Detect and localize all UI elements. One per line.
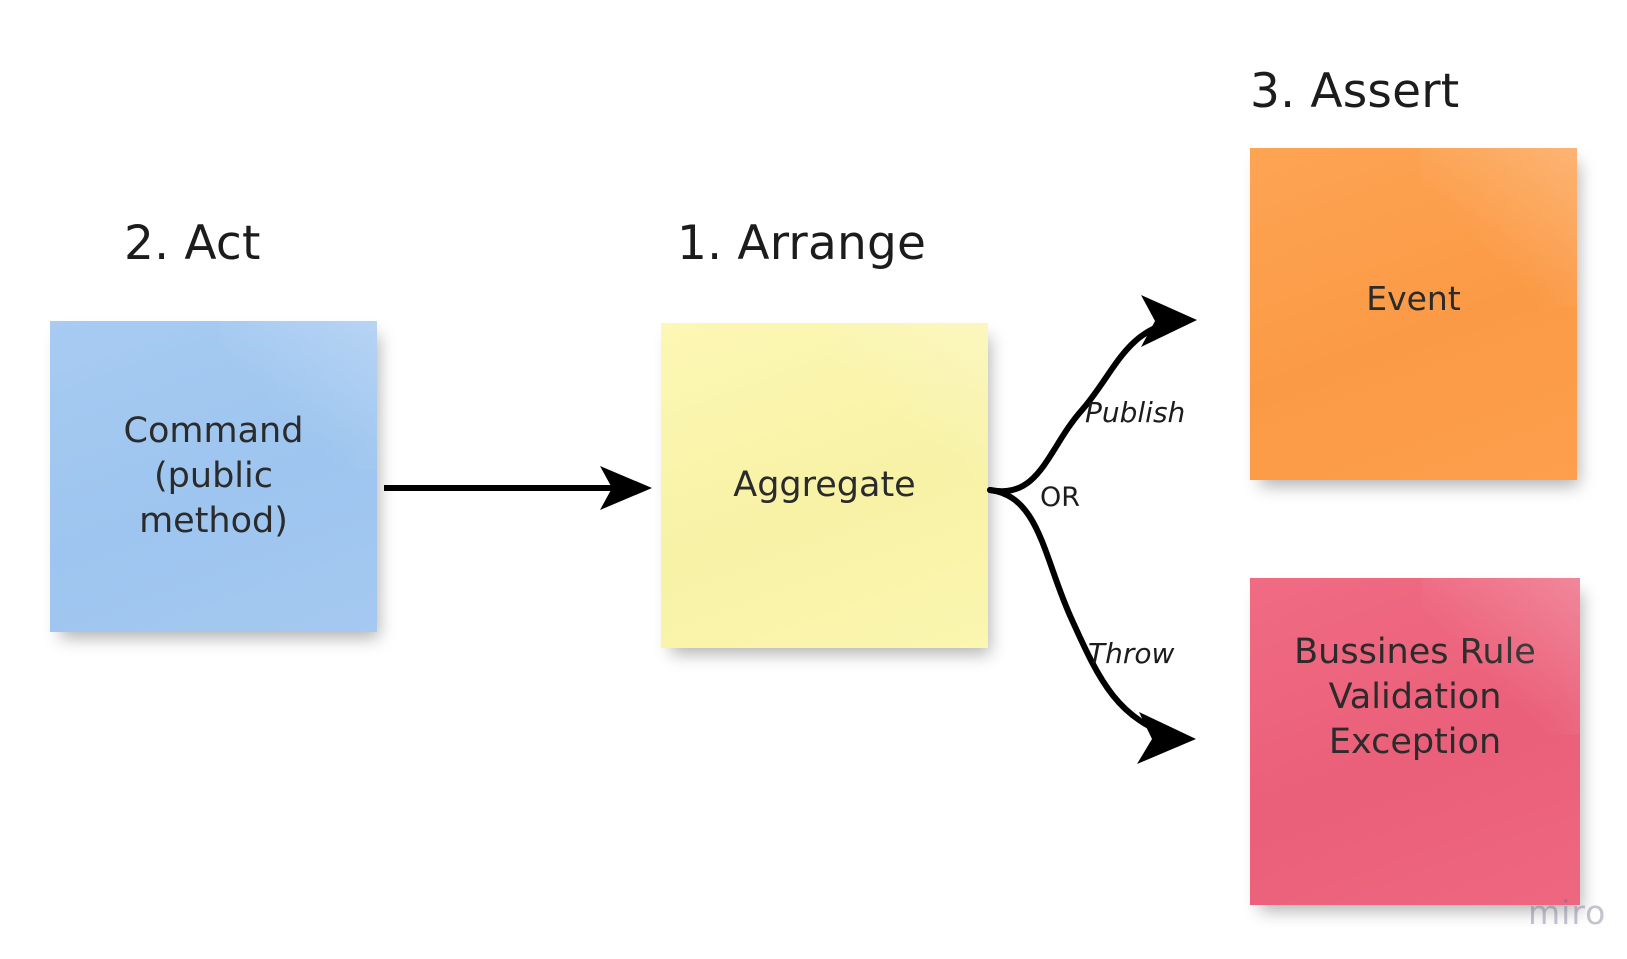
edge-label-throw: Throw — [1088, 637, 1175, 670]
miro-watermark: miro — [1528, 893, 1607, 932]
arrowhead-to-exception — [1137, 712, 1196, 764]
sticky-note-command[interactable]: Command (public method) — [50, 321, 377, 632]
edge-label-publish: Publish — [1085, 396, 1186, 429]
connector-aggregate-to-event[interactable] — [987, 295, 1197, 495]
section-title-assert: 3. Assert — [1250, 64, 1460, 119]
connector-command-to-aggregate[interactable] — [384, 466, 652, 510]
connector-aggregate-to-exception-line — [987, 487, 1181, 741]
connector-aggregate-to-exception[interactable] — [987, 487, 1196, 764]
sticky-note-event-text: Event — [1366, 279, 1461, 318]
sticky-note-business-rule-validation-exception[interactable]: Bussines Rule Validation Exception — [1250, 578, 1580, 905]
arrowhead-to-aggregate — [600, 466, 652, 510]
sticky-note-exception-text: Bussines Rule Validation Exception — [1294, 632, 1536, 762]
sticky-note-aggregate[interactable]: Aggregate — [661, 323, 988, 648]
section-title-act: 2. Act — [124, 216, 261, 271]
sticky-note-command-text: Command (public method) — [123, 411, 304, 541]
sticky-note-event[interactable]: Event — [1250, 148, 1577, 480]
edge-label-or: OR — [1040, 482, 1081, 513]
arrowhead-to-event — [1141, 295, 1197, 347]
sticky-note-aggregate-text: Aggregate — [733, 465, 916, 506]
section-title-arrange: 1. Arrange — [677, 216, 927, 271]
